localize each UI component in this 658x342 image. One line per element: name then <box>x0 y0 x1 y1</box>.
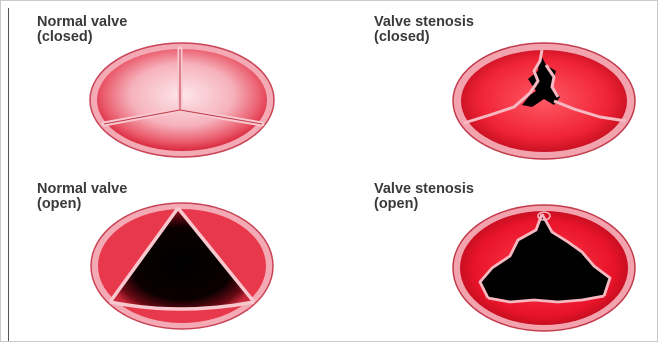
label-stenosis-closed-title: Valve stenosis <box>374 15 474 30</box>
normal-valve-closed-illustration <box>88 41 276 159</box>
label-stenosis-open-title: Valve stenosis <box>374 182 474 197</box>
stenosis-valve-open-illustration <box>451 203 637 333</box>
label-normal-open-title: Normal valve <box>37 182 127 197</box>
stenosis-valve-closed-illustration <box>451 41 637 161</box>
label-normal-closed-title: Normal valve <box>37 15 127 30</box>
normal-valve-open-illustration <box>89 201 275 331</box>
left-border-line <box>8 8 9 341</box>
